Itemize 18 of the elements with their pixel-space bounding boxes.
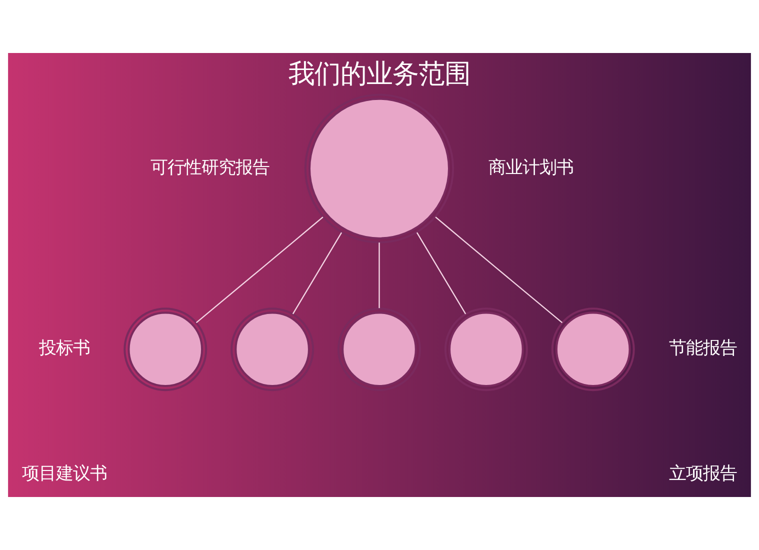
connector: [435, 216, 563, 324]
node-picture: [230, 308, 314, 392]
node-picture: [124, 308, 208, 392]
node-picture: [338, 308, 421, 392]
diagram-title: 我们的业务范围: [288, 58, 470, 90]
connector: [292, 232, 342, 314]
label: 立项报告: [669, 464, 738, 484]
label: 节能报告: [669, 338, 738, 359]
label: 项目建议书: [22, 464, 108, 484]
connector: [416, 232, 466, 314]
label: 可行性研究报告: [150, 158, 270, 178]
label: 投标书: [39, 338, 90, 359]
connector: [196, 216, 324, 324]
node-picture: [304, 94, 454, 244]
node-picture: [551, 308, 635, 392]
connector: [378, 242, 380, 308]
label: 商业计划书: [488, 158, 574, 178]
node-picture: [444, 308, 528, 392]
